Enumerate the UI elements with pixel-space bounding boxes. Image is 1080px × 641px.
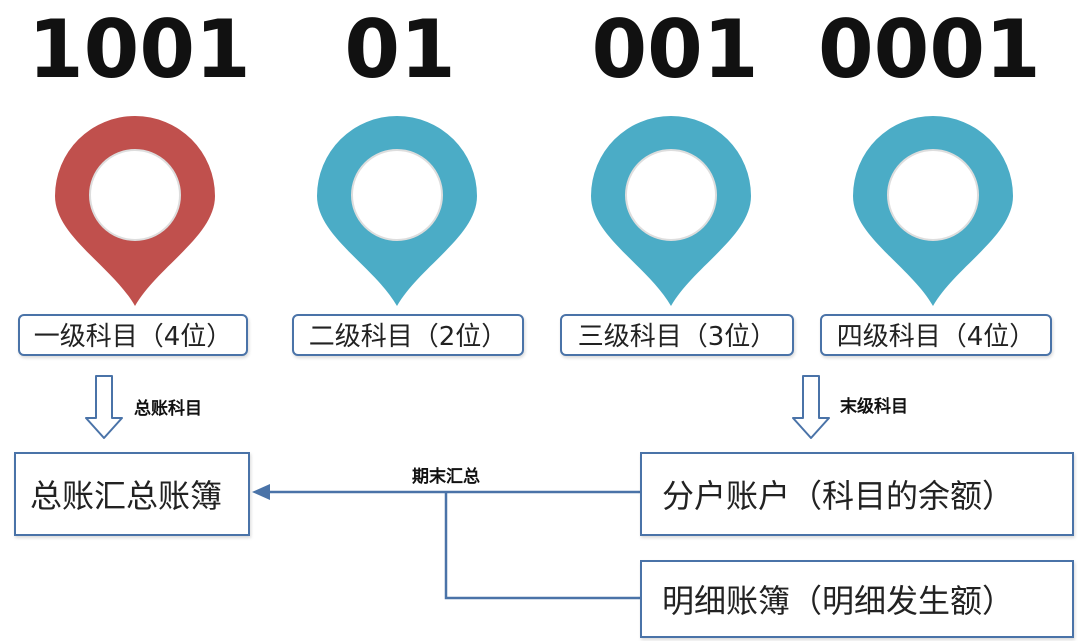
map-pin-icon-level-2	[317, 116, 477, 306]
code-level-4: 0001	[818, 3, 1041, 96]
sub-account-box: 分户账户（科目的余额）	[640, 452, 1074, 536]
note-period-summary: 期末汇总	[412, 467, 480, 487]
detail-ledger-label: 明细账簿（明细发生额）	[662, 582, 1015, 620]
level-label-2: 二级科目（2位）	[292, 314, 524, 356]
code-level-3: 001	[591, 3, 759, 96]
sub-account-label: 分户账户（科目的余额）	[662, 477, 1015, 515]
map-pin-icon-level-3	[591, 116, 751, 306]
general-ledger-label: 总账汇总账簿	[30, 477, 223, 515]
detail-connector-line	[444, 492, 640, 600]
code-level-1: 1001	[28, 3, 251, 96]
level-label-3: 三级科目（3位）	[560, 314, 794, 356]
note-general-account: 总账科目	[134, 399, 202, 419]
map-pin-icon-level-1	[55, 116, 215, 306]
down-arrow-icon-right	[792, 375, 830, 439]
down-arrow-icon-left	[85, 375, 123, 439]
note-final-account: 末级科目	[840, 397, 908, 417]
map-pin-icon-level-4	[853, 116, 1013, 306]
summary-arrow-head-icon	[252, 484, 270, 500]
level-label-4: 四级科目（4位）	[820, 314, 1052, 356]
general-ledger-box: 总账汇总账簿	[14, 452, 250, 536]
level-label-1: 一级科目（4位）	[18, 314, 248, 356]
detail-ledger-box: 明细账簿（明细发生额）	[640, 560, 1074, 638]
code-level-2: 01	[344, 3, 456, 96]
